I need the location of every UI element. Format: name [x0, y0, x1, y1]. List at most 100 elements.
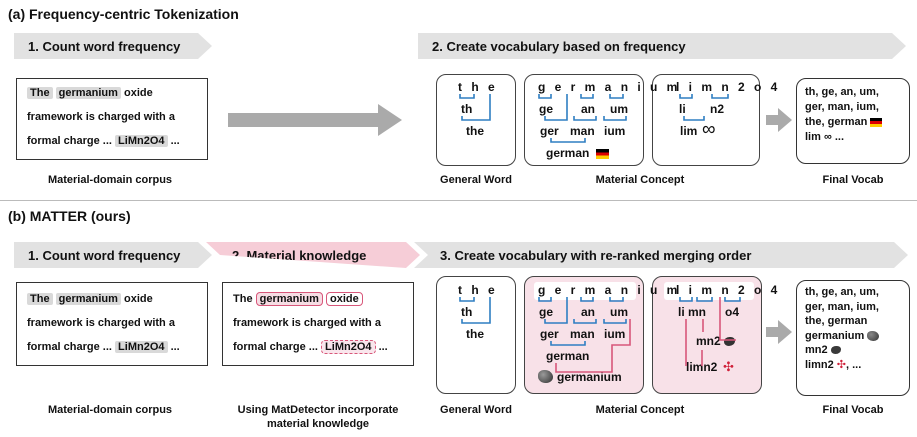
- a-final-line3: the, german: [805, 116, 868, 128]
- b-germanium-label-bg: [534, 282, 636, 300]
- a-tok-th: th: [461, 102, 473, 116]
- section-b-title: (b) MATTER (ours): [8, 208, 131, 224]
- a-doc-limn2o4: LiMn2O4: [115, 135, 168, 147]
- a-step2-label: 2. Create vocabulary based on frequency: [432, 38, 686, 54]
- b-tok-th: th: [461, 305, 473, 319]
- b-final-line4: germanium: [805, 329, 865, 342]
- a-concept-panel-limn2o4: [652, 74, 760, 166]
- a-doc-line2: framework is charged with a: [27, 111, 175, 123]
- a-tok-um: um: [610, 102, 628, 116]
- infinity-icon: ∞: [702, 119, 716, 140]
- b-tok-the-spaced: t h e: [458, 283, 498, 297]
- a-tok-germanium-spaced: g e r m a n i u m: [538, 80, 681, 94]
- b2-doc-oxide: oxide: [325, 292, 363, 306]
- german-flag-icon: [596, 149, 609, 159]
- red-molecule-icon: ✣: [723, 359, 734, 374]
- a-tok-limn2o4-spaced: l i m n 2 o 4: [676, 80, 781, 94]
- a-final-vocab-box: th, ge, an, um, ger, man, ium, the, germ…: [796, 78, 910, 164]
- b-matdetector-document: The germanium oxide framework is charged…: [222, 282, 414, 366]
- b-tok-um: um: [610, 305, 628, 319]
- b-tok-o4: o4: [725, 305, 740, 319]
- b-step3-label: 3. Create vocabulary with re-ranked merg…: [440, 247, 752, 263]
- a-tok-man: man: [570, 124, 595, 138]
- b-step1-label: 1. Count word frequency: [28, 247, 181, 263]
- b2-doc-the: The: [233, 293, 253, 305]
- b-tok-germanium: germanium: [557, 370, 622, 384]
- b-doc-ellipsis: ...: [170, 341, 180, 353]
- a-doc-germanium: germanium: [55, 87, 121, 99]
- b-doc-limn2o4: LiMn2O4: [115, 341, 168, 353]
- b-final-vocab-box: th, ge, an, um, ger, man, ium, the, germ…: [796, 280, 910, 396]
- a-general-caption: General Word: [440, 174, 512, 186]
- b-tok-man: man: [570, 327, 595, 341]
- red-molecule-icon: ✣: [836, 358, 847, 371]
- b-final-caption: Final Vocab: [822, 404, 884, 416]
- b-tok-german: german: [546, 349, 590, 363]
- a-final-line1: th, ge, an, um,: [805, 86, 879, 98]
- b-matdetector-caption-2: material knowledge: [266, 418, 370, 430]
- b-final-line6: limn2: [805, 358, 834, 371]
- b-tok-ger: ger: [540, 327, 559, 341]
- b-tok-limn: li mn: [678, 305, 707, 319]
- b-final-line2: ger, man, ium,: [805, 300, 879, 313]
- b-step3-chevron: 3. Create vocabulary with re-ranked merg…: [414, 242, 908, 268]
- b-general-caption: General Word: [440, 404, 512, 416]
- b-doc-oxide: oxide: [123, 293, 153, 305]
- b-matdetector-caption-1: Using MatDetector incorporate: [237, 404, 399, 416]
- a-corpus-document: The germanium oxide framework is charged…: [16, 78, 208, 160]
- b-tok-ge: ge: [539, 305, 554, 319]
- b2-doc-limn2o4: LiMn2O4: [321, 340, 376, 354]
- a-final-caption: Final Vocab: [822, 174, 884, 186]
- b-final-line3: the, german: [805, 315, 868, 327]
- b-tok-an: an: [581, 305, 596, 319]
- b-doc-line2: framework is charged with a: [27, 317, 175, 329]
- a-doc-formal: formal charge ...: [27, 135, 112, 147]
- a-tok-german: german: [546, 146, 590, 160]
- german-flag-icon: [870, 117, 883, 127]
- b-merge-brackets-pink: [555, 297, 736, 373]
- a-doc-the: The: [27, 87, 53, 99]
- b-merge-brackets-blue: [459, 297, 741, 346]
- b-concept-caption: Material Concept: [595, 404, 685, 416]
- b-general-word-panel: [436, 276, 516, 394]
- b-step1-chevron: 1. Count word frequency: [14, 242, 212, 268]
- a-tok-n2: n2: [710, 102, 725, 116]
- b-limn2o4-label-bg: [664, 282, 754, 300]
- b-corpus-caption: Material-domain corpus: [47, 404, 173, 416]
- a-step1-label: 1. Count word frequency: [28, 38, 181, 54]
- a-tok-li: li: [679, 102, 686, 116]
- a-corpus-caption: Material-domain corpus: [47, 174, 173, 186]
- mineral-rock-icon: [538, 370, 553, 383]
- b-tok-ium: ium: [604, 327, 626, 341]
- b2-doc-line2: framework is charged with a: [233, 317, 381, 329]
- b2-doc-formal: formal charge ...: [233, 341, 318, 353]
- b-doc-the: The: [27, 293, 53, 305]
- b-tok-limn2o4-spaced: l i m n 2 o 4: [676, 283, 781, 297]
- a-merge-brackets: [459, 94, 729, 143]
- b-final-line1: th, ge, an, um,: [805, 286, 879, 298]
- a-final-line4: lim ∞ ...: [805, 131, 845, 143]
- mn-lump-icon: [724, 337, 735, 346]
- b-tok-the: the: [466, 327, 484, 341]
- a-tok-the-spaced: t h e: [458, 80, 498, 94]
- section-divider: [0, 200, 917, 201]
- b-tok-limn2: limn2: [686, 360, 718, 374]
- b-tok-germanium-spaced: g e r m a n i u m: [538, 283, 681, 297]
- b-final-line7: , ...: [846, 358, 862, 371]
- b2-doc-ellipsis: ...: [378, 341, 388, 353]
- a-tok-ium: ium: [604, 124, 626, 138]
- a-final-line2: ger, man, ium,: [805, 101, 879, 113]
- a-final-arrow: [766, 108, 792, 132]
- a-tok-an: an: [581, 102, 596, 116]
- b-final-arrow: [766, 320, 792, 344]
- a-doc-oxide: oxide: [123, 87, 153, 99]
- a-concept-caption: Material Concept: [595, 174, 685, 186]
- b-doc-germanium: germanium: [55, 293, 121, 305]
- a-tok-lim: lim: [680, 124, 698, 138]
- b-tok-mn2: mn2: [696, 334, 721, 348]
- a-step1-chevron: 1. Count word frequency: [14, 33, 212, 59]
- a-tok-the: the: [466, 124, 484, 138]
- b2-doc-germanium: germanium: [255, 292, 323, 306]
- a-big-arrow: [228, 104, 402, 136]
